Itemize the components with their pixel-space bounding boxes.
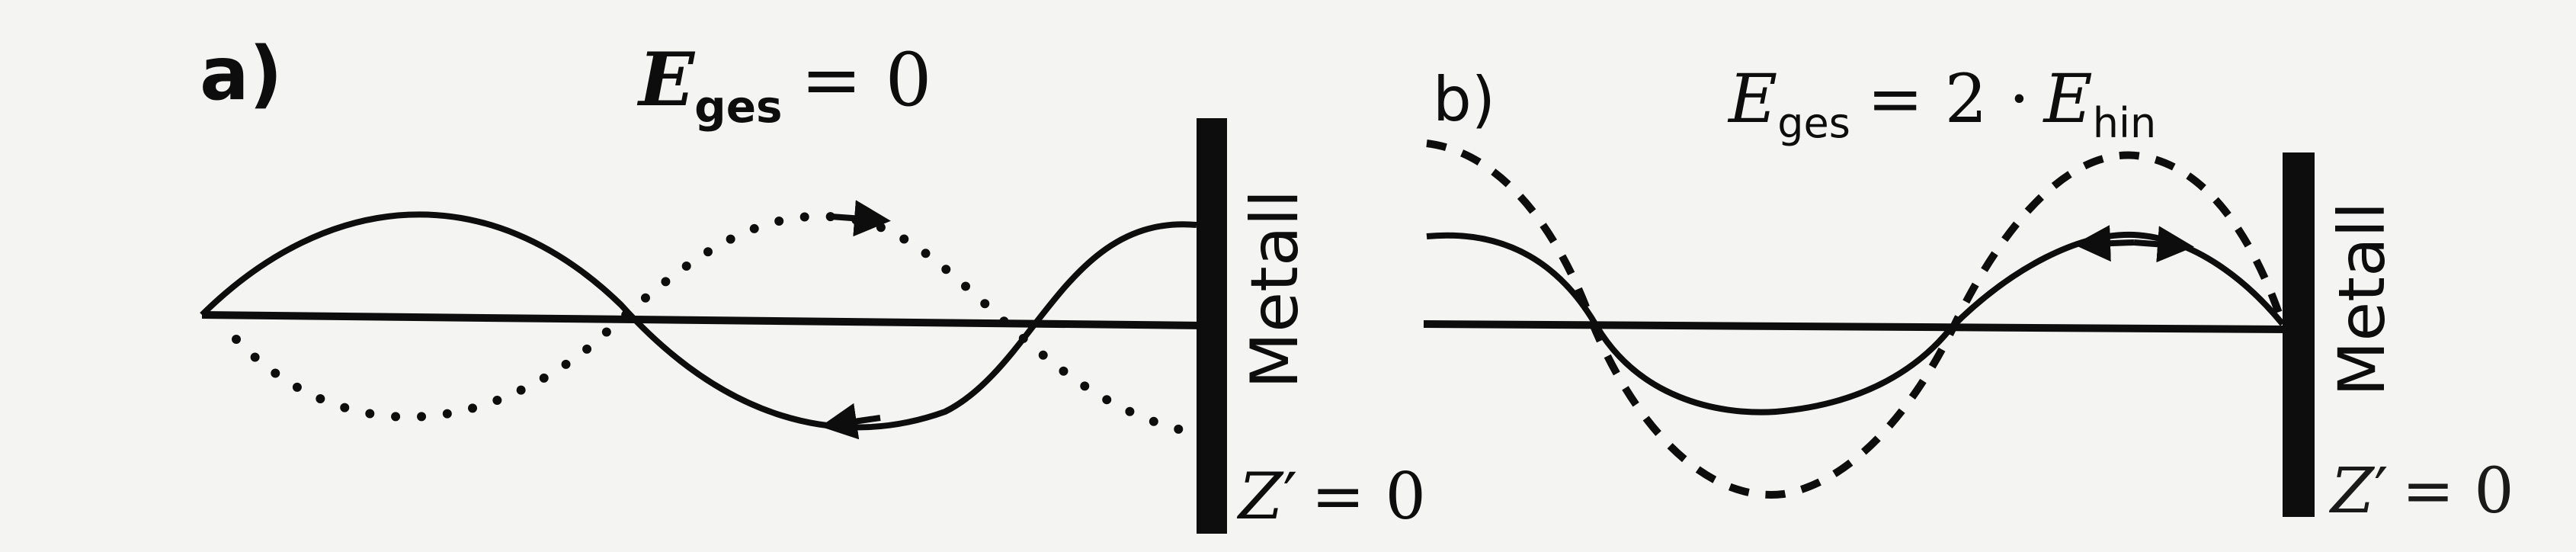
impedance-equals: = 0	[1311, 459, 1426, 534]
impedance-symbol: Z	[2328, 455, 2376, 528]
impedance-equals: = 0	[2402, 455, 2514, 528]
energy-symbol: E	[1727, 59, 1777, 138]
metal-wall-a-label: Metall	[1237, 190, 1313, 389]
incident-wave-a-arrow	[820, 403, 881, 440]
incident-wave-b-arrow-left	[2074, 225, 2135, 262]
metal-wall-a	[1197, 118, 1227, 534]
reflected-wave-a-arrow	[830, 200, 891, 237]
panel-a: a) Eges= 0 Metall Z′= 0	[200, 31, 1426, 534]
panel-b-label: b)	[1433, 64, 1495, 135]
impedance-symbol: Z	[1236, 459, 1284, 534]
energy-subscript: ges	[1777, 99, 1850, 147]
energy-equals: = 0	[801, 37, 932, 123]
total-wave-b	[1426, 140, 2286, 499]
reflected-wave-a	[232, 211, 1190, 435]
panel-a-impedance: Z′= 0	[1236, 459, 1426, 534]
panel-b-impedance: Z′= 0	[2328, 455, 2514, 528]
metal-wall-b	[2283, 152, 2315, 517]
axis-line-a	[201, 311, 1205, 329]
energy-subscript: ges	[694, 81, 782, 133]
axis-line-b	[1423, 320, 2287, 333]
metal-wall-b-label: Metall	[2324, 202, 2399, 396]
panel-b-energy-equation: Eges= 2 ·Ehin	[1727, 59, 2156, 147]
panel-a-energy-equation: Eges = 0	[636, 37, 932, 133]
impedance-prime: ′	[1283, 459, 1297, 534]
incident-wave-a	[200, 211, 1197, 431]
panel-a-label: a)	[200, 31, 283, 117]
incident-wave-b-arrow-right	[2133, 226, 2194, 263]
panel-b: b) Eges= 2 ·Ehin Metall Z′= 0	[1423, 59, 2514, 528]
energy-symbol: E	[636, 37, 696, 123]
energy-rhs-subscript: hin	[2093, 99, 2156, 147]
energy-rhs-symbol: E	[2043, 59, 2093, 138]
energy-equals: = 2 ·	[1867, 59, 2030, 138]
impedance-prime: ′	[2374, 455, 2389, 528]
